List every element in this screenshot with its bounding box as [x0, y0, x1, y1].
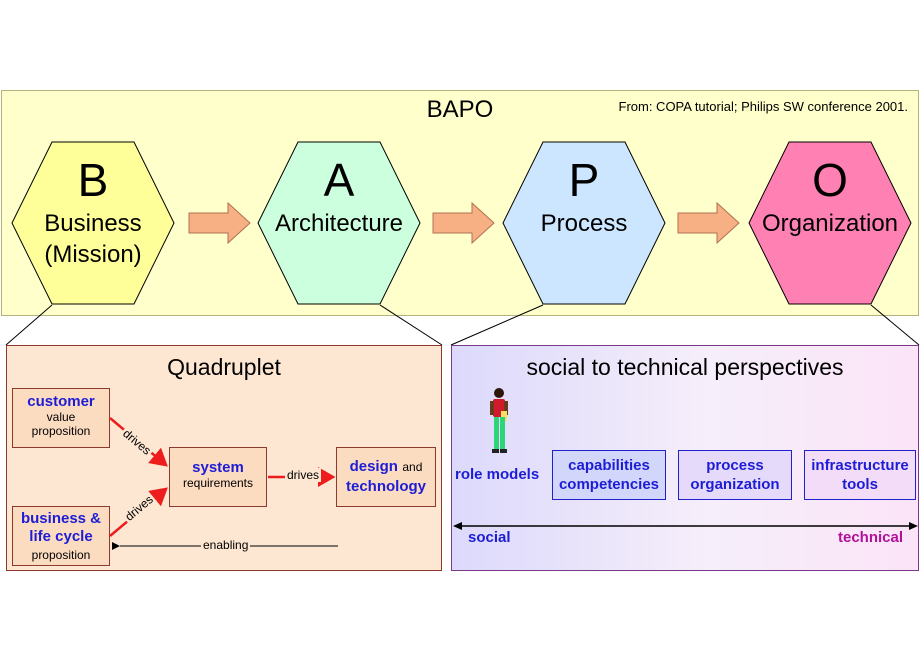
hexagon-name: Architecture: [274, 210, 404, 237]
hexagon-name-text: Business (Mission): [44, 210, 142, 268]
person-icon: [490, 388, 508, 453]
customer-sub-1: value: [46, 410, 76, 424]
hexagon-letter: P: [568, 154, 600, 206]
role-models-label: role models: [455, 466, 540, 483]
connector-line: [5, 304, 53, 346]
connector-line: [870, 304, 920, 346]
system-box: system requirements: [169, 447, 267, 507]
system-sub: requirements: [182, 476, 254, 490]
customer-label: customer: [27, 393, 95, 410]
axis-label-social: social: [468, 529, 511, 546]
hexagon-shape: [748, 141, 912, 305]
block-arrow-3: [677, 202, 740, 244]
perspective-box-line-1: infrastructure: [811, 457, 909, 474]
perspective-box-capabilities: capabilities competencies: [552, 450, 666, 500]
hexagon-letter: A: [323, 154, 355, 206]
hexagon-letter: B: [77, 154, 109, 206]
perspective-box-line-2: competencies: [558, 476, 660, 493]
social-technical-axis: [453, 522, 918, 530]
perspective-box-process: process organization: [678, 450, 792, 500]
hexagon-business: B Business (Mission): [11, 141, 175, 305]
connector-line: [450, 304, 544, 346]
hexagon-organization: O Organization: [748, 141, 912, 305]
hexagon-shape: [11, 141, 175, 305]
drives-label-3: drives: [285, 468, 322, 482]
customer-sub-2: proposition: [31, 424, 91, 438]
system-label: system: [192, 459, 244, 476]
perspective-box-line-1: process: [706, 457, 764, 474]
perspective-box-line-2: tools: [842, 476, 878, 493]
block-arrow-2: [432, 202, 495, 244]
design-label: design: [349, 458, 398, 475]
perspective-box-line-1: capabilities: [568, 457, 650, 474]
hexagon-process: P Process: [502, 141, 666, 305]
business-sub: proposition: [31, 548, 91, 562]
design-box: design and technology: [336, 447, 436, 507]
hexagon-shape: [257, 141, 421, 305]
hexagon-letter: O: [812, 154, 848, 206]
source-note: From: COPA tutorial; Philips SW conferen…: [618, 99, 909, 114]
perspective-box-line-2: organization: [690, 476, 780, 493]
hexagon-shape: [502, 141, 666, 305]
technology-label: technology: [345, 478, 426, 495]
business-box: business & life cycle proposition: [12, 506, 110, 566]
enabling-label: enabling: [201, 538, 251, 552]
hexagon-name: Organization: [761, 210, 899, 237]
perspectives-title: social to technical perspectives: [526, 354, 844, 380]
axis-label-technical: technical: [838, 529, 904, 546]
business-label-1: business &: [20, 510, 102, 527]
hexagon-name: Business (Mission): [1, 208, 185, 270]
perspective-box-infrastructure: infrastructure tools: [804, 450, 916, 500]
design-and: and: [402, 460, 423, 474]
customer-box: customer value proposition: [12, 388, 110, 448]
business-label-2: life cycle: [29, 528, 93, 545]
connector-line: [379, 304, 443, 346]
page-title: BAPO: [426, 96, 494, 123]
hexagon-name: Process: [540, 210, 628, 237]
block-arrow-1: [188, 202, 251, 244]
hexagon-architecture: A Architecture: [257, 141, 421, 305]
quadruplet-title: Quadruplet: [167, 354, 281, 380]
